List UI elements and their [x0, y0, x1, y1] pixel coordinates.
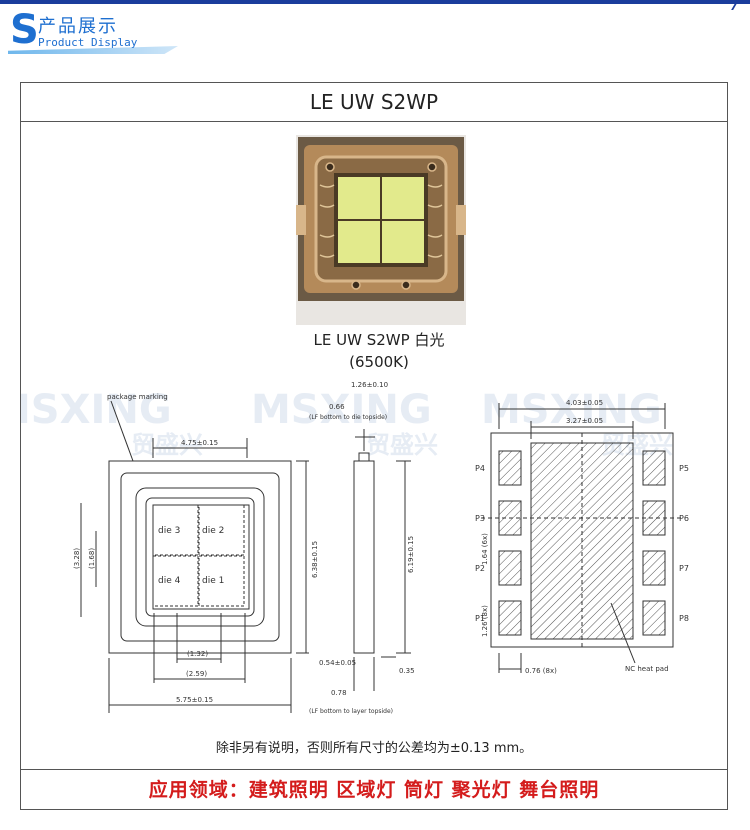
pad-p2: P2: [475, 564, 485, 573]
product-title: LE UW S2WP: [21, 83, 727, 122]
dim-side-note-bottom: (LF bottom to layer topside): [309, 708, 393, 715]
dim-inner-259: (2.59): [186, 670, 207, 678]
die-2-label: die 2: [202, 526, 224, 536]
pad-p8: P8: [679, 614, 689, 623]
pad-p5: P5: [679, 464, 689, 473]
led-photo: [296, 135, 466, 325]
pad-p1: P1: [475, 614, 485, 623]
dim-top-width: 4.75±0.15: [181, 439, 218, 447]
dim-side-note-top: (LF bottom to die topside): [309, 414, 387, 421]
top-view-dims: package marking 4.75±0.15 5.75±0.15 (1.3…: [73, 393, 319, 704]
dim-bottom-076: 0.76 (8x): [525, 667, 557, 675]
dim-bottom-width: 5.75±0.15: [176, 696, 213, 704]
package-marking-label: package marking: [107, 393, 168, 401]
top-accent-bar: [0, 0, 750, 4]
dim-bottom-126: 1.26 (8x): [481, 605, 489, 637]
dim-side-619: 6.19±0.15: [407, 536, 415, 573]
watermark-brand-1: MSXING: [21, 387, 172, 433]
photo-caption: LE UW S2WP 白光 (6500K): [229, 329, 529, 373]
dim-side-top: 1.26±0.10: [351, 381, 388, 389]
die-4-label: die 4: [158, 576, 181, 586]
applications-text: 应用领域：建筑照明 区域灯 筒灯 聚光灯 舞台照明: [21, 769, 727, 810]
watermark-brand-3: MSXING: [481, 387, 662, 433]
dim-bottom-403: 4.03±0.05: [566, 399, 603, 407]
top-view: [80, 400, 309, 713]
dim-bottom-164: 1.64 (6x): [481, 533, 489, 565]
pad-p4: P4: [475, 464, 485, 473]
header-title-en: Product Display: [38, 36, 138, 49]
bottom-view: [481, 403, 681, 673]
watermark-cn-1: 贸盛兴: [131, 431, 203, 459]
watermark-brand-2: MSXING: [251, 387, 432, 433]
die-3-label: die 3: [158, 526, 180, 536]
section-header: S 产品展示 Product Display: [8, 8, 183, 56]
header-logo-letter: S: [10, 7, 39, 53]
side-view: [353, 429, 411, 691]
header-title-cn: 产品展示: [38, 16, 118, 37]
die-1-label: die 1: [202, 576, 224, 586]
dim-inner-132: (1.32): [187, 650, 208, 658]
tolerance-note: 除非另有说明，否则所有尺寸的公差均为±0.13 mm。: [215, 741, 533, 756]
dim-left-168: (1.68): [88, 548, 96, 569]
caption-line-2: (6500K): [349, 353, 409, 371]
dimension-drawing: MSXING MSXING MSXING 贸盛兴 贸盛兴 贸盛兴: [21, 381, 689, 715]
side-view-dims: 1.26±0.10 0.66 (LF bottom to die topside…: [309, 381, 415, 715]
header-swoosh: [8, 46, 178, 54]
caption-line-1: LE UW S2WP 白光: [313, 331, 445, 349]
bottom-view-labels: P4 P3 P2 P1 P5 P6 P7 P8 4.03±0.05 3.27±0…: [475, 399, 689, 675]
dim-side-035: 0.35: [399, 667, 415, 675]
dim-right-638: 6.38±0.15: [311, 541, 319, 578]
pad-p6: P6: [679, 514, 689, 523]
pad-p7: P7: [679, 564, 689, 573]
product-frame: LE UW S2WP LE UW S2WP 白光 (6500K) MSXING …: [20, 82, 728, 810]
watermark-cn-2: 贸盛兴: [366, 431, 438, 459]
nc-heat-pad-label: NC heat pad: [625, 665, 669, 673]
dim-bottom-327: 3.27±0.05: [566, 417, 603, 425]
pad-p3: P3: [475, 514, 485, 523]
dim-side-066: 0.66: [329, 403, 345, 411]
dim-side-054: 0.54±0.05: [319, 659, 356, 667]
dim-left-328: (3.28): [73, 548, 81, 569]
top-view-dies: die 3 die 2 die 4 die 1: [158, 526, 224, 586]
dim-side-078: 0.78: [331, 689, 347, 697]
